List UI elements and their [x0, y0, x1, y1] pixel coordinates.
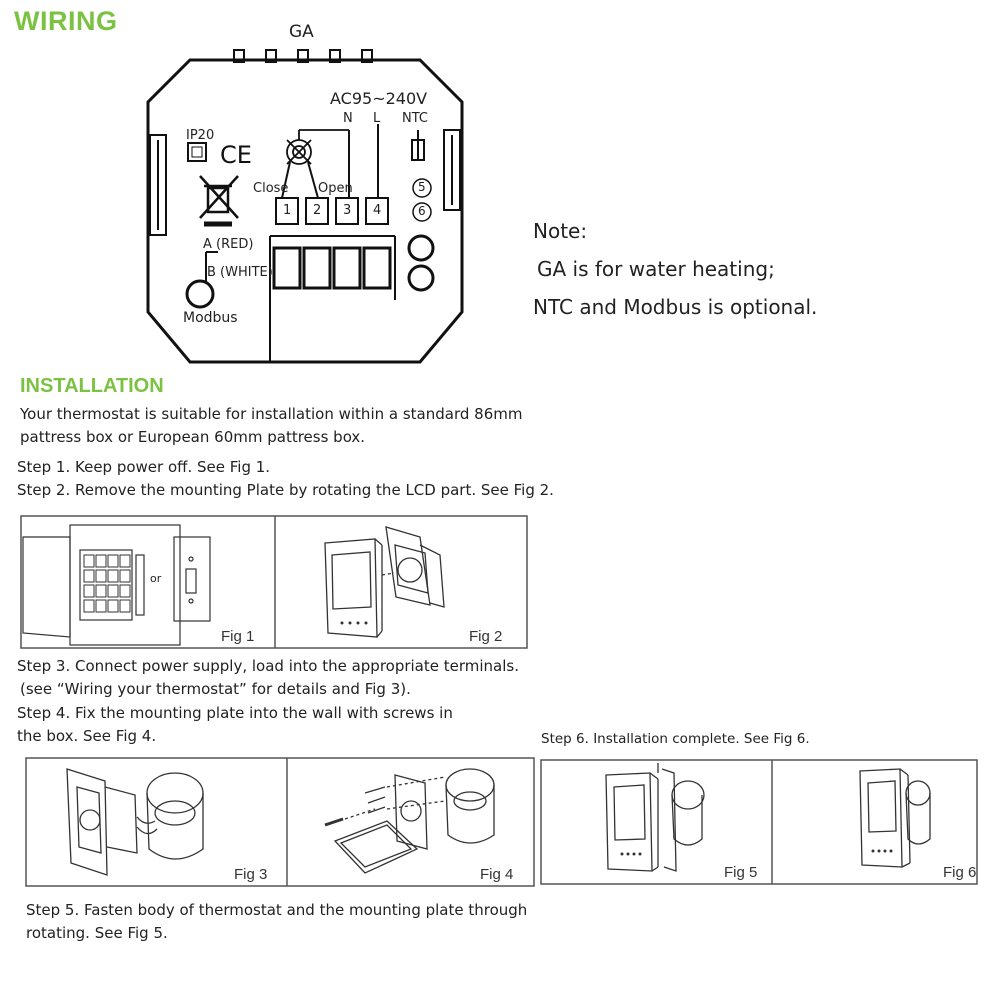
modbus-label: Modbus: [183, 310, 238, 326]
screws-mounting-illustration: [324, 768, 495, 874]
voltage-label: AC95~240V: [330, 89, 428, 108]
step-2: Step 2. Remove the mounting Plate by rot…: [17, 481, 554, 499]
figure-row-2-left: [25, 757, 535, 887]
modbus-connector: [185, 251, 218, 309]
terminal-4: 4: [373, 203, 382, 218]
step-3-line-1: Step 3. Connect power supply, load into …: [17, 657, 519, 675]
step-5-line-1: Step 5. Fasten body of thermostat and th…: [26, 901, 528, 919]
ga-label: GA: [289, 22, 314, 42]
step-1: Step 1. Keep power off. See Fig 1.: [17, 458, 271, 476]
terminal-block: [275, 197, 389, 225]
weee-bin-icon: [199, 175, 239, 227]
open-label: Open: [318, 181, 353, 196]
a-red-label: A (RED): [203, 237, 254, 252]
intro-line-2: pattress box or European 60mm pattress b…: [20, 428, 366, 446]
fig-2-label: Fig 2: [469, 628, 503, 645]
l-label: L: [373, 111, 381, 126]
figure-row-1: [20, 515, 528, 649]
step-4-line-1: Step 4. Fix the mounting plate into the …: [17, 704, 453, 722]
ntc-label: NTC: [402, 111, 428, 126]
breaker-panel-illustration: [22, 524, 211, 646]
intro-line-1: Your thermostat is suitable for installa…: [20, 405, 523, 423]
or-label: or: [150, 572, 162, 585]
fig-4-label: Fig 4: [480, 866, 514, 883]
note-title: Note:: [533, 219, 588, 243]
motor-icon: [286, 129, 349, 165]
step-4-line-2: the box. See Fig 4.: [17, 727, 157, 745]
thermostat-installed-illustration: [859, 768, 931, 868]
thermostat-separating-illustration: [324, 526, 445, 638]
fig-6-label: Fig 6: [943, 864, 977, 881]
device-outline: [146, 58, 464, 364]
terminal-3: 3: [343, 203, 352, 218]
ntc-terminals: [412, 178, 432, 222]
ip20-icon: [187, 142, 207, 162]
terminal-5: 5: [418, 180, 426, 194]
note-line-1: GA is for water heating;: [537, 257, 775, 281]
ce-mark: CE: [220, 141, 252, 169]
thermostat-attaching-illustration: [605, 763, 705, 872]
close-label: Close: [253, 181, 289, 196]
mounting-plate-wiring-illustration: [66, 768, 204, 876]
fig-1-label: Fig 1: [221, 628, 255, 645]
figure-row-2-right: [540, 759, 978, 885]
fig-5-label: Fig 5: [724, 864, 758, 881]
terminal-1: 1: [283, 203, 292, 218]
terminal-2: 2: [313, 203, 322, 218]
ip20-label: IP20: [186, 128, 215, 143]
step-3-line-2: (see “Wiring your thermostat” for detail…: [20, 680, 411, 698]
note-line-2: NTC and Modbus is optional.: [533, 295, 818, 319]
fig-3-label: Fig 3: [234, 866, 268, 883]
side-clips: [149, 129, 461, 236]
step-5-line-2: rotating. See Fig 5.: [26, 924, 168, 942]
wiring-heading: WIRING: [14, 6, 118, 36]
screw-terminals: [407, 234, 435, 292]
ga-pins: [233, 49, 373, 63]
terminal-6: 6: [418, 204, 426, 218]
wires: [281, 124, 425, 199]
step-6: Step 6. Installation complete. See Fig 6…: [541, 731, 810, 747]
b-white-label: B (WHITE): [207, 265, 273, 280]
n-label: N: [343, 111, 353, 126]
lower-terminal-block: [269, 235, 396, 362]
wiring-diagram: CE: [146, 49, 464, 364]
installation-heading: INSTALLATION: [20, 375, 164, 397]
